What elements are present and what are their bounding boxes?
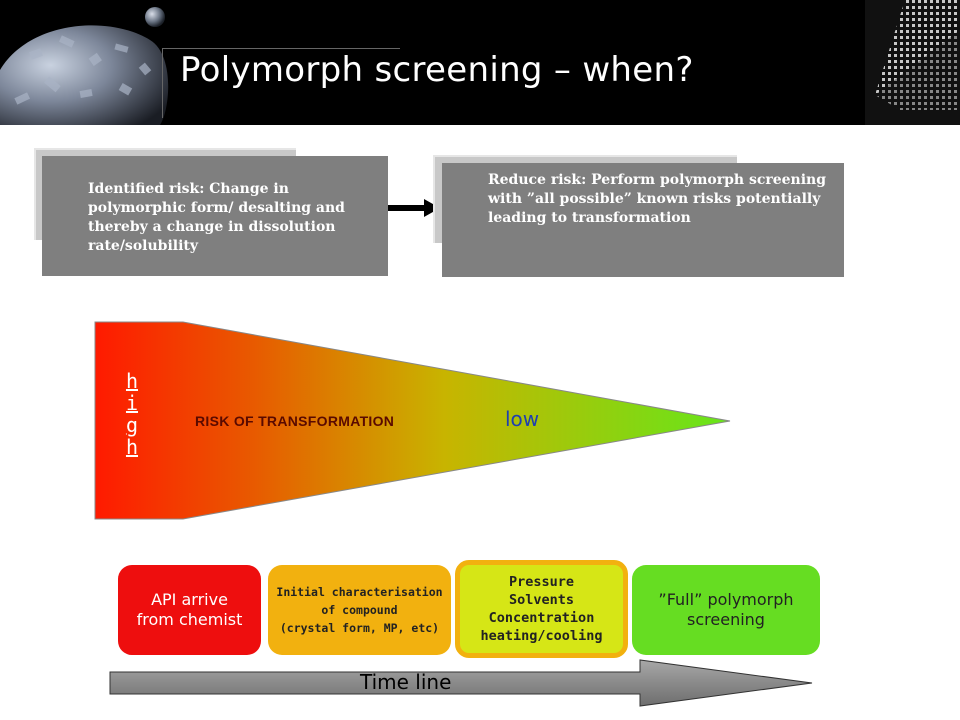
identified-risk-box: Identified risk: Change in polymorphic f… [42,156,388,276]
high-letter: g [125,413,139,437]
reduce-risk-box: Reduce risk: Perform polymorph screening… [442,163,844,277]
stage-pressure-solvents-label: Pressure Solvents Concentration heating/… [480,574,603,644]
stage-full-polymorph-screening: ”Full” polymorph screening [632,565,820,655]
high-letter: h [125,369,139,393]
high-letter: i [125,391,139,415]
dot-grid-image [865,0,960,125]
title-rule-vertical [162,48,163,118]
high-letter: h [125,435,139,459]
high-label: h i g h [120,370,144,458]
stage-full-polymorph-screening-label: ”Full” polymorph screening [658,590,794,629]
identified-risk-text: Identified risk: Change in polymorphic f… [88,181,345,254]
planet-icon [145,7,165,27]
header-graphics [0,0,960,125]
low-label: low [505,407,540,431]
page-title: Polymorph screening – when? [180,50,694,90]
timeline-label: Time line [360,670,452,694]
reduce-risk-text: Reduce risk: Perform polymorph screening… [488,172,827,226]
title-rule [162,48,400,49]
stage-pressure-solvents: Pressure Solvents Concentration heating/… [455,560,628,658]
stage-initial-characterisation: Initial characterisation of compound (cr… [268,565,451,655]
risk-of-transformation-label: RISK OF TRANSFORMATION [195,413,395,429]
header-banner: Polymorph screening – when? [0,0,960,125]
stage-initial-characterisation-label: Initial characterisation of compound (cr… [276,585,443,635]
crystal-cluster-image [0,25,169,125]
stage-api-arrive: API arrive from chemist [118,565,261,655]
stage-api-arrive-label: API arrive from chemist [136,590,243,629]
risk-wedge [94,321,731,520]
